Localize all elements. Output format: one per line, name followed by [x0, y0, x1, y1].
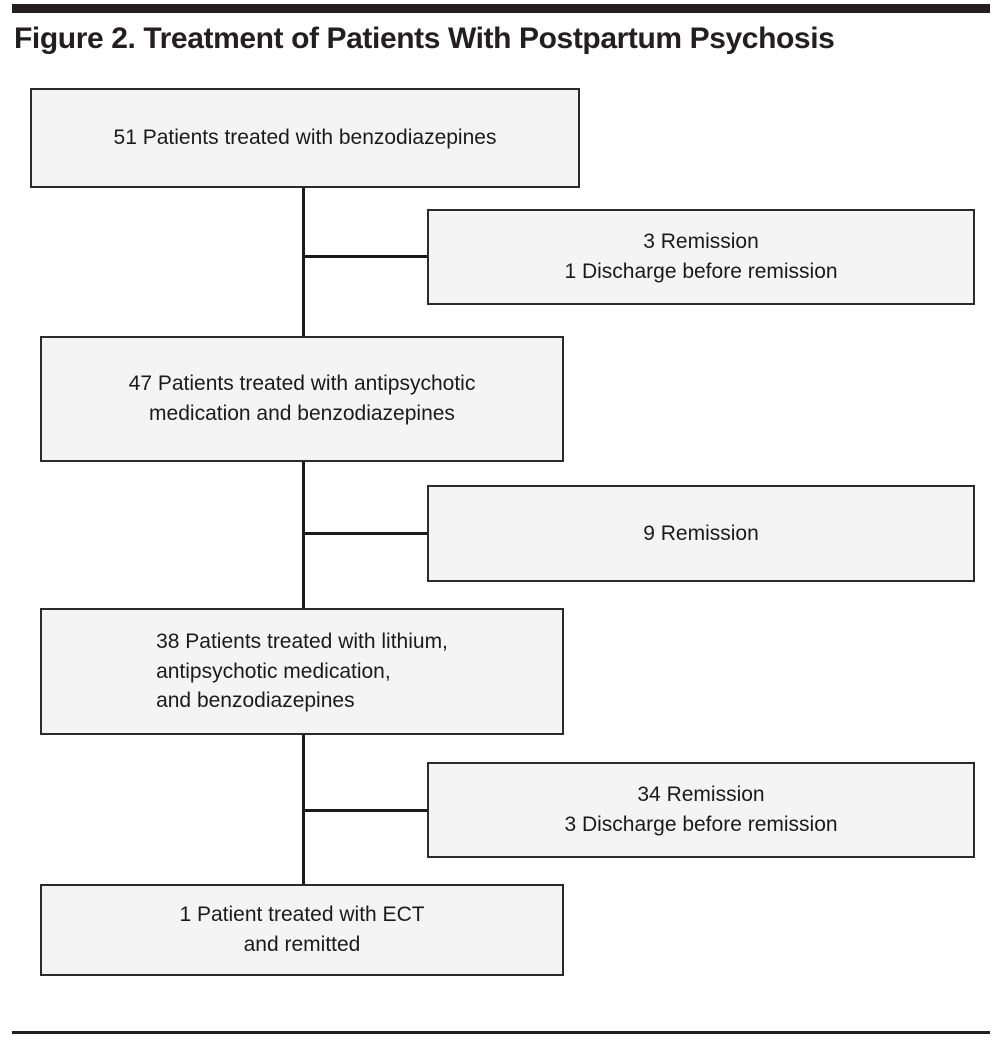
node-step4[interactable]: 1 Patient treated with ECT and remitted	[40, 884, 564, 976]
node-step2[interactable]: 47 Patients treated with antipsychotic m…	[40, 336, 564, 462]
top-rule-divider	[12, 4, 990, 13]
figure-title: Figure 2. Treatment of Patients With Pos…	[14, 22, 835, 55]
node-step2-label: 47 Patients treated with antipsychotic m…	[128, 372, 476, 425]
branch-line-outcome1	[302, 255, 429, 258]
connector-step1-to-step2	[302, 188, 305, 338]
node-step1[interactable]: 51 Patients treated with benzodiazepines	[30, 88, 580, 188]
node-step4-label: 1 Patient treated with ECT and remitted	[179, 903, 425, 956]
node-step3-label: 38 Patients treated with lithium, antips…	[156, 629, 448, 713]
branch-line-outcome3	[302, 809, 429, 812]
node-step1-label: 51 Patients treated with benzodiazepines	[113, 126, 497, 150]
node-step3[interactable]: 38 Patients treated with lithium, antips…	[40, 608, 564, 735]
node-outcome2-label: 9 Remission	[643, 521, 759, 545]
node-outcome3-label: 34 Remission 3 Discharge before remissio…	[564, 783, 838, 836]
node-outcome3[interactable]: 34 Remission 3 Discharge before remissio…	[427, 762, 975, 858]
bottom-rule-divider	[12, 1031, 990, 1034]
node-outcome1-label: 3 Remission 1 Discharge before remission	[564, 230, 838, 283]
connector-step2-to-step3	[302, 460, 305, 610]
node-outcome1[interactable]: 3 Remission 1 Discharge before remission	[427, 209, 975, 305]
node-outcome2[interactable]: 9 Remission	[427, 485, 975, 582]
branch-line-outcome2	[302, 532, 429, 535]
